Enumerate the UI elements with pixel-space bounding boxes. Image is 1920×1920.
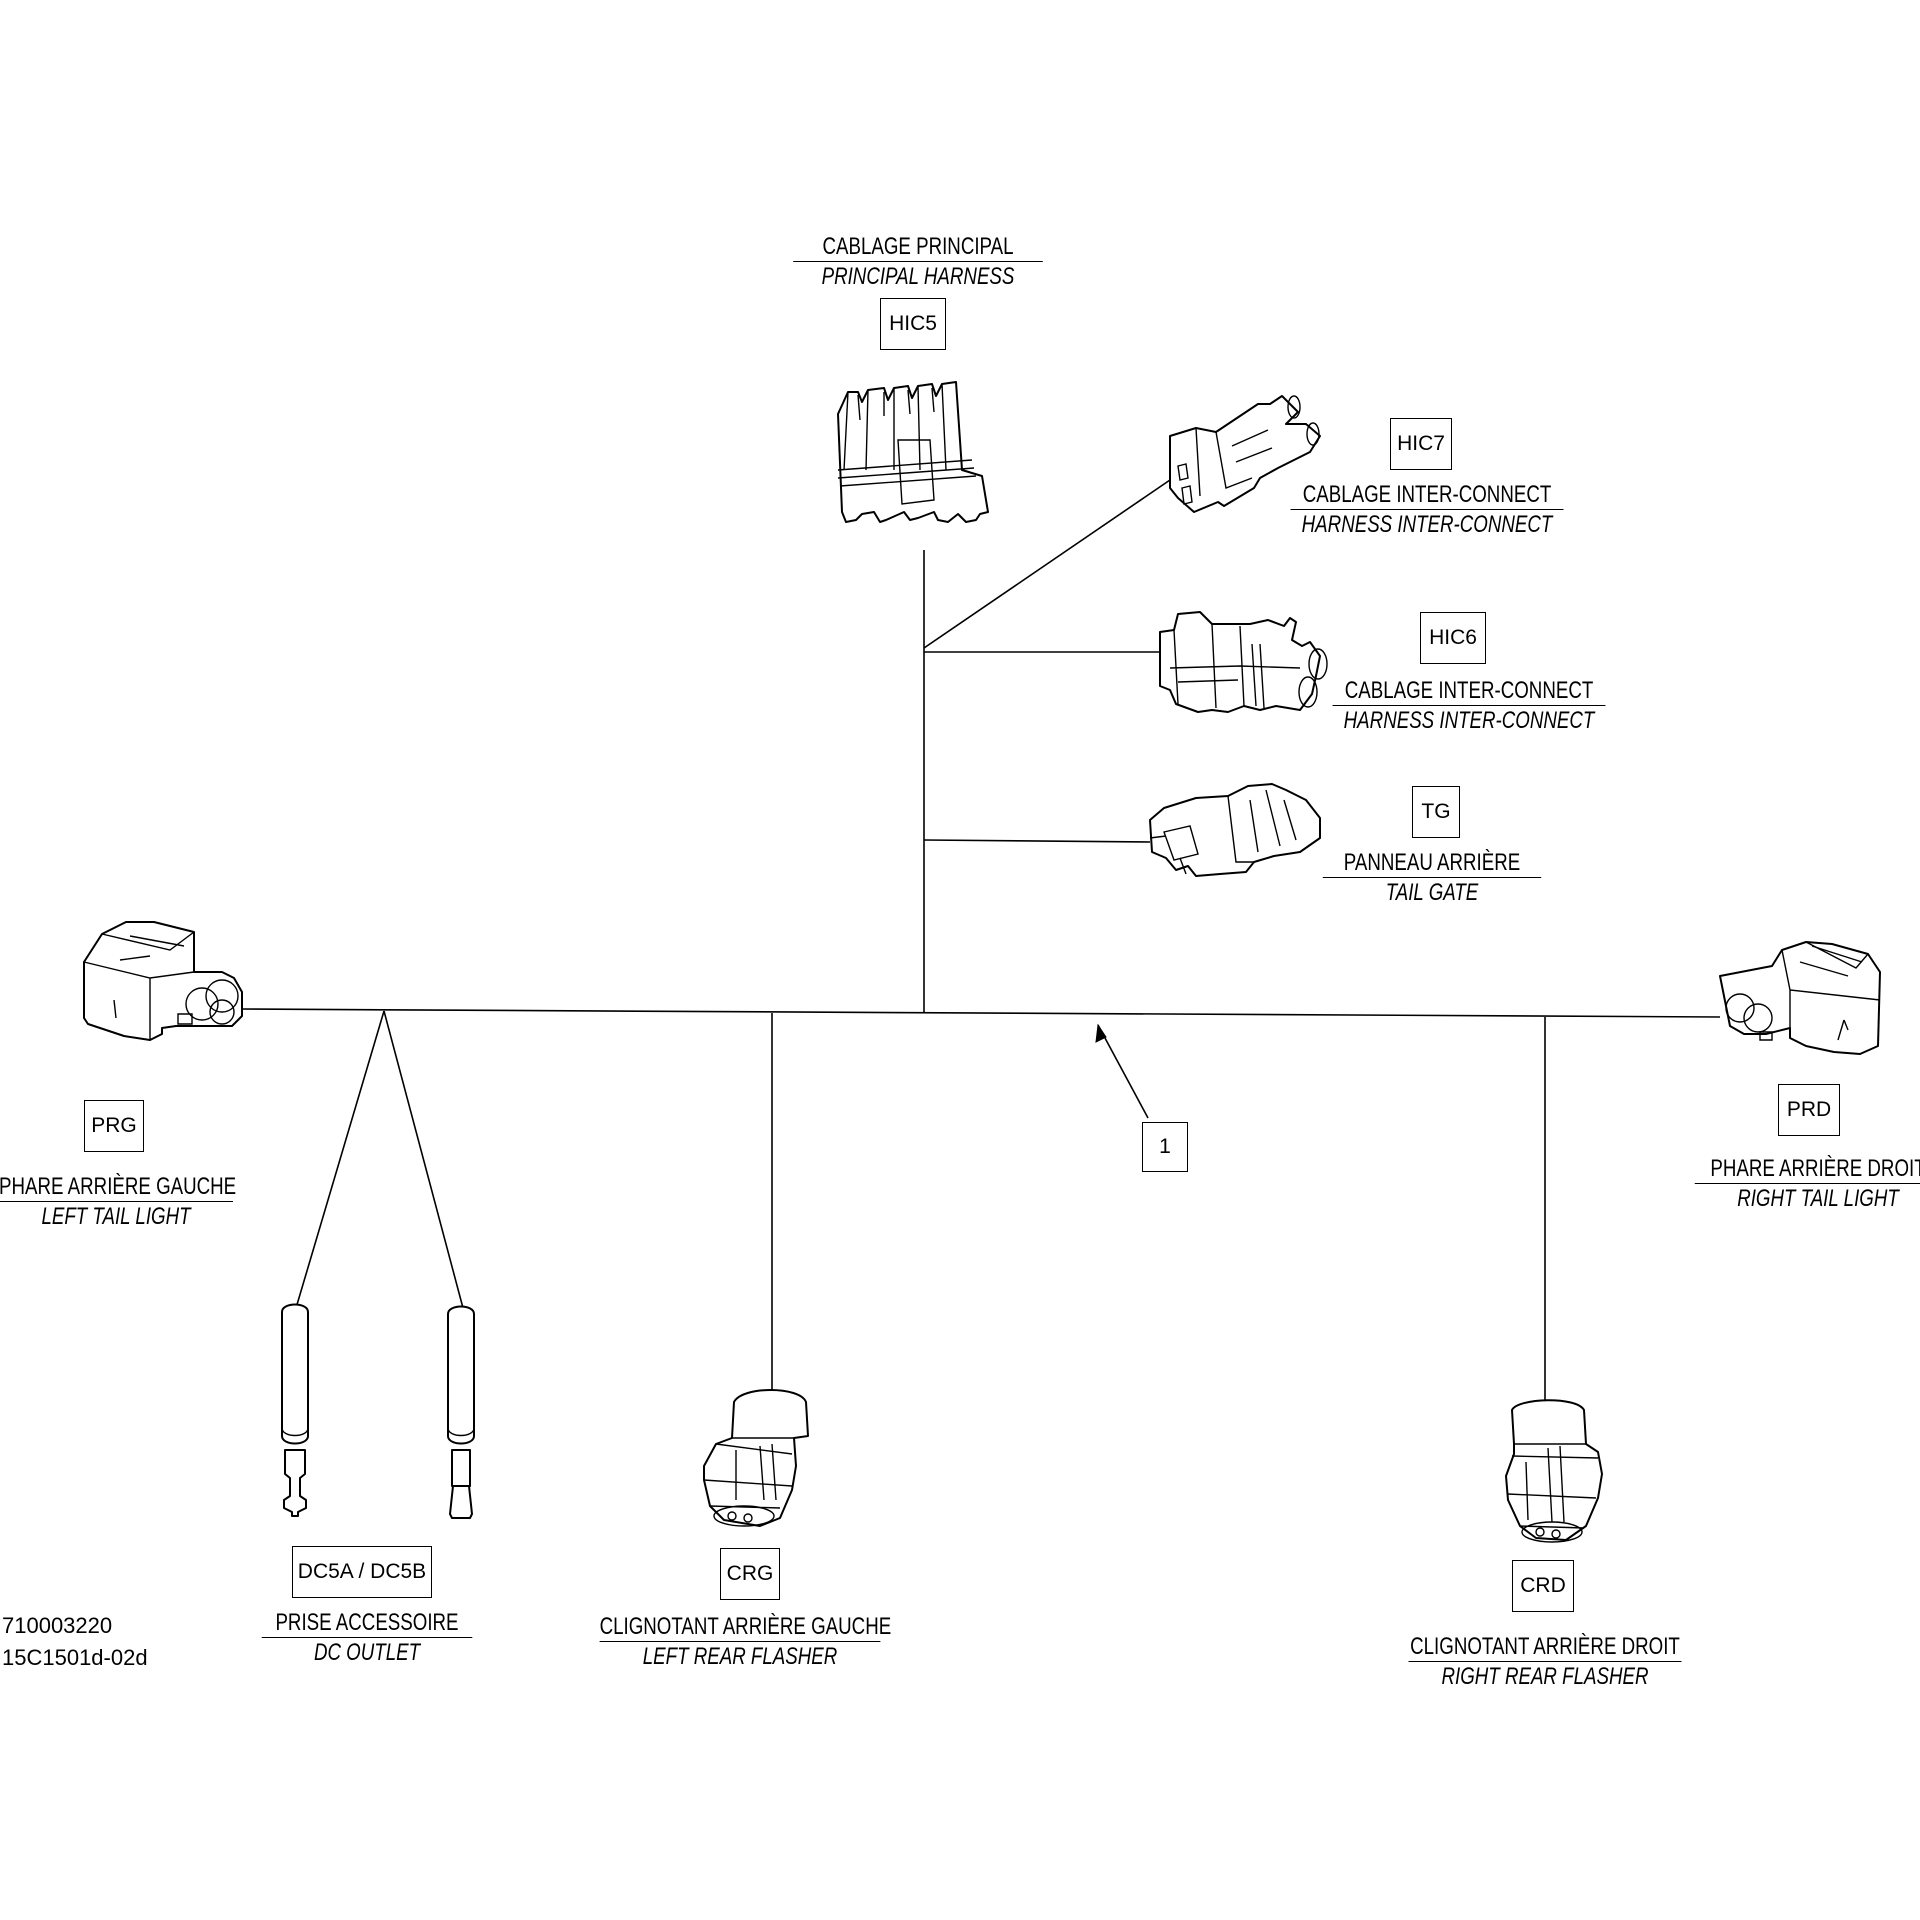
- prg-connector-drawing: [83, 921, 243, 1041]
- hic5-connector-drawing: [837, 381, 989, 523]
- crd-code-box: CRD: [1512, 1560, 1574, 1612]
- crd-label-en: RIGHT REAR FLASHER: [1441, 1663, 1649, 1690]
- harness-wires: [237, 479, 1721, 1406]
- part-number: 710003220: [2, 1613, 113, 1638]
- prg-label-en: LEFT TAIL LIGHT: [41, 1203, 191, 1230]
- hic5-label-en: PRINCIPAL HARNESS: [821, 263, 1015, 290]
- hic5-label-fr: CABLAGE PRINCIPAL: [793, 232, 1043, 262]
- hic6-label: CABLAGE INTER-CONNECT HARNESS INTER-CONN…: [1332, 676, 1606, 735]
- crd-label-fr: CLIGNOTANT ARRIÈRE DROIT: [1408, 1633, 1682, 1662]
- tg-label-en: TAIL GATE: [1385, 879, 1479, 906]
- prg-code-box: PRG: [84, 1100, 144, 1152]
- hic7-code-box: HIC7: [1390, 418, 1452, 470]
- tg-code-box: TG: [1412, 786, 1460, 838]
- prd-label: PHARE ARRIÈRE DROIT RIGHT TAIL LIGHT: [1694, 1154, 1920, 1213]
- dc5-terminals-drawing: [281, 1303, 475, 1519]
- tg-connector-drawing: [1149, 783, 1321, 877]
- prd-label-fr: PHARE ARRIÈRE DROIT: [1694, 1154, 1920, 1184]
- hic6-connector-drawing: [1159, 611, 1328, 713]
- callout-number-box: 1: [1142, 1122, 1188, 1172]
- crg-label-fr: CLIGNOTANT ARRIÈRE GAUCHE: [599, 1613, 892, 1642]
- dc5-label: PRISE ACCESSOIRE DC OUTLET: [261, 1608, 473, 1667]
- hic7-label-fr: CABLAGE INTER-CONNECT: [1290, 480, 1564, 510]
- dc5-label-en: DC OUTLET: [313, 1639, 421, 1666]
- dc5-code-box: DC5A / DC5B: [292, 1546, 432, 1598]
- callout-leader: [1095, 1023, 1149, 1119]
- drawing-id: 15C1501d-02d: [2, 1645, 148, 1670]
- hic7-label: CABLAGE INTER-CONNECT HARNESS INTER-CONN…: [1290, 480, 1564, 539]
- crd-connector-drawing: [1505, 1399, 1603, 1543]
- crg-code-box: CRG: [720, 1548, 780, 1600]
- prd-label-en: RIGHT TAIL LIGHT: [1737, 1185, 1899, 1212]
- hic7-connector-drawing: [1169, 395, 1321, 513]
- crg-label: CLIGNOTANT ARRIÈRE GAUCHE LEFT REAR FLAS…: [599, 1612, 892, 1671]
- hic6-label-en: HARNESS INTER-CONNECT: [1343, 707, 1595, 734]
- dc5-label-fr: PRISE ACCESSOIRE: [261, 1608, 473, 1638]
- tg-label-fr: PANNEAU ARRIÈRE: [1322, 848, 1542, 878]
- prd-code-box: PRD: [1778, 1084, 1840, 1136]
- tg-label: PANNEAU ARRIÈRE TAIL GATE: [1322, 848, 1542, 907]
- prg-label-fr: PHARE ARRIÈRE GAUCHE: [0, 1173, 237, 1202]
- prg-label: PHARE ARRIÈRE GAUCHE LEFT TAIL LIGHT: [0, 1172, 237, 1231]
- prd-connector-drawing: [1719, 941, 1881, 1055]
- hic6-label-fr: CABLAGE INTER-CONNECT: [1332, 676, 1606, 706]
- crg-label-en: LEFT REAR FLASHER: [642, 1643, 838, 1670]
- crd-label: CLIGNOTANT ARRIÈRE DROIT RIGHT REAR FLAS…: [1408, 1632, 1682, 1691]
- crg-connector-drawing: [703, 1389, 809, 1527]
- hic5-code-box: HIC5: [880, 298, 946, 350]
- hic7-label-en: HARNESS INTER-CONNECT: [1301, 511, 1553, 538]
- hic5-label: CABLAGE PRINCIPAL PRINCIPAL HARNESS: [793, 232, 1043, 291]
- hic6-code-box: HIC6: [1420, 612, 1486, 664]
